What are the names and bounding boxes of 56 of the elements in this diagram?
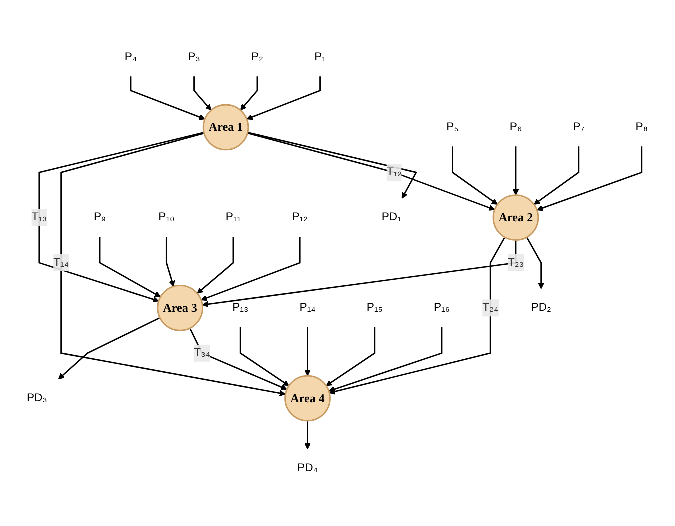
- arrow: [304, 421, 311, 450]
- edge-label: T₂₃: [508, 256, 524, 269]
- node-text: P₈: [636, 121, 648, 134]
- arrow: [166, 236, 176, 287]
- edge-label: T₃₄: [194, 346, 210, 360]
- arrow: [201, 236, 301, 302]
- arrow: [190, 328, 288, 390]
- arrow: [534, 146, 580, 205]
- arrow: [240, 76, 258, 111]
- node-text: P₉: [94, 211, 106, 224]
- node-circle: Area 1: [202, 104, 250, 151]
- node-text: P₁₆: [434, 302, 450, 314]
- node-text: PD₂: [531, 302, 552, 314]
- arrow: [240, 327, 290, 386]
- node-text: P₆: [510, 121, 522, 134]
- arrow: [58, 317, 160, 380]
- arrow: [326, 327, 376, 386]
- arrow: [329, 237, 506, 395]
- edge-label: T₁₄: [54, 256, 70, 269]
- arrow: [60, 132, 286, 397]
- arrow: [452, 146, 498, 206]
- arrow: [526, 237, 544, 290]
- node-text: P₇: [573, 121, 585, 134]
- node-text: PD₁: [382, 211, 402, 224]
- arrow: [248, 132, 496, 211]
- node-text: P₁₂: [292, 211, 308, 224]
- arrow: [328, 327, 443, 393]
- node-text: P₁₁: [226, 211, 242, 224]
- node-text: P₅: [446, 121, 459, 134]
- edge-label: T₁₃: [32, 211, 48, 224]
- arrow: [130, 76, 206, 120]
- node-text: P₁₀: [158, 211, 175, 224]
- arrow: [197, 236, 234, 294]
- edge-label: T₁₂: [386, 166, 402, 178]
- node-text: P₁₅: [366, 302, 383, 314]
- node-text: P₃: [188, 51, 200, 64]
- node-text: P₁₃: [232, 302, 249, 314]
- arrow: [246, 76, 321, 120]
- arrow: [202, 240, 517, 308]
- arrow: [248, 132, 418, 199]
- node-text: P₄: [124, 51, 138, 64]
- node-circle: Area 2: [492, 194, 540, 241]
- arrow: [194, 76, 212, 111]
- node-circle: Area 4: [284, 375, 331, 422]
- node-circle: Area 3: [157, 285, 204, 332]
- node-text: P₂: [251, 51, 264, 64]
- node-text: P₁₄: [300, 302, 316, 314]
- node-text: PD₃: [26, 392, 48, 404]
- arrow: [304, 327, 311, 376]
- edge-label: T₂₄: [482, 302, 499, 314]
- node-text: PD₄: [298, 462, 318, 474]
- node-text: P₁: [314, 51, 326, 64]
- arrow: [99, 236, 162, 298]
- arrow: [512, 146, 520, 196]
- arrow: [536, 146, 643, 212]
- arrow: [38, 132, 204, 303]
